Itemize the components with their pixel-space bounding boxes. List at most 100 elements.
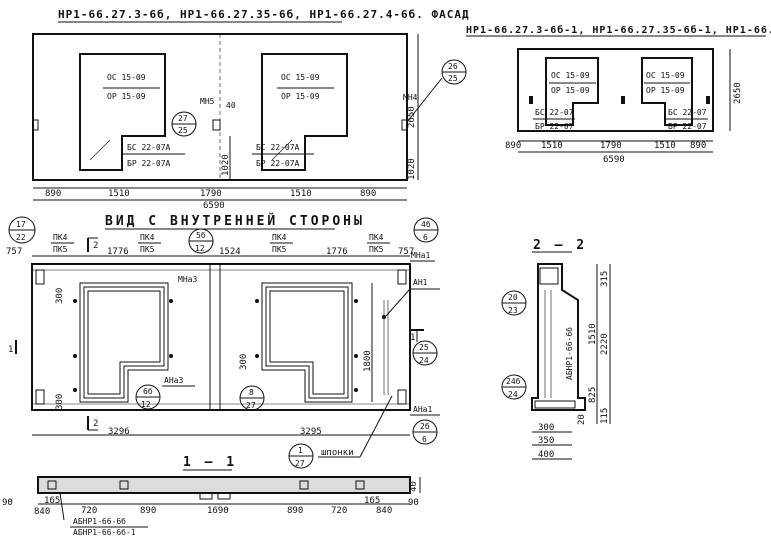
section-11-dim-90b: 90: [408, 498, 419, 508]
label-mna3: МНа3: [178, 275, 197, 284]
section-22-dim-350: 350: [538, 436, 554, 446]
facade-small-dim-1790: 1790: [600, 141, 622, 151]
section-22-dim-825: 825: [588, 387, 598, 403]
facade-small-window-2-os: ОС 15-09: [646, 71, 685, 80]
callout-1-27: 1 27: [288, 443, 314, 469]
sec-mark-1-left: 1: [8, 345, 13, 355]
section-11-dim-165b: 165: [364, 496, 380, 506]
callout-2b-6: 2б 6: [412, 419, 438, 445]
callout-20-23: 20 23: [501, 290, 527, 316]
section-22-dim-20: 20: [577, 414, 587, 425]
facade-small-dim-890b: 890: [690, 141, 706, 151]
facade-small-dim-2650: 2650: [733, 82, 743, 104]
facade-small-door-2-br: БР 22-07: [668, 122, 707, 131]
facade-main-dim-2650: 2650: [407, 106, 417, 128]
svg-text:22: 22: [16, 233, 26, 242]
facade-main-mn4: МН4: [403, 93, 418, 102]
section-11-dim-720a: 720: [81, 506, 97, 516]
inner-dim-1800: 1800: [363, 350, 373, 372]
callout-5b-12: 5б 12: [188, 228, 214, 254]
inner-dim-300-mid: 300: [239, 354, 249, 370]
facade-main-window-2-os: ОС 15-09: [281, 73, 320, 82]
svg-text:27: 27: [246, 401, 256, 410]
facade-main-dim-890b: 890: [360, 189, 376, 199]
facade-small-door-1-bs: БС 22-07: [535, 108, 574, 117]
section-11-profile: [37, 476, 411, 500]
label-ah1: АН1: [413, 278, 428, 287]
facade-main-window-1-or: ОР 15-09: [107, 92, 146, 101]
facade-main-dim-1020: 1020: [407, 158, 417, 180]
callout-26-25: 26 25: [406, 59, 467, 123]
inner-bottom-dim-3296: 3296: [108, 427, 130, 437]
svg-text:5б: 5б: [196, 230, 206, 240]
facade-main-dim-1020-inner: 1020: [221, 154, 231, 176]
section-11-dim-1690: 1690: [207, 506, 229, 516]
facade-main-dim-1790: 1790: [200, 189, 222, 199]
facade-small-door-1-br: БР 22-07: [535, 122, 574, 131]
title-facade-small: НР1-66.27.3-6б-1, НР1-66.27.35-6б-1, НР1…: [466, 24, 771, 36]
facade-main-window-2-or: ОР 15-09: [281, 92, 320, 101]
facade-main-door-2-br: БР 22-07А: [256, 159, 300, 168]
pk-label-4: ПК5: [140, 245, 155, 254]
inner-bottom-dim-3295: 3295: [300, 427, 322, 437]
facade-small-window-2-or: ОР 15-09: [646, 86, 685, 95]
facade-small-dim-890a: 890: [505, 141, 521, 151]
svg-text:6: 6: [422, 435, 427, 444]
sec-mark-2-bottom: 2: [93, 419, 98, 429]
section-22-dim-400: 400: [538, 450, 554, 460]
inner-dim-300-top: 300: [55, 288, 65, 304]
facade-main-panel: [32, 33, 408, 181]
pk-label-8: ПК5: [369, 245, 384, 254]
section-22-dim-2220: 2220: [600, 333, 610, 355]
section-11-dim-890a: 890: [140, 506, 156, 516]
section-22-dim-315: 315: [600, 271, 610, 287]
pk-label-1: ПК4: [53, 233, 68, 242]
sec-mark-1-right: 1: [410, 333, 415, 343]
facade-small-dim-1510b: 1510: [654, 141, 676, 151]
label-mna1: МНа1: [411, 251, 430, 260]
facade-small-panel: [517, 48, 714, 132]
section-22-dim-300: 300: [538, 423, 554, 433]
facade-main-overall: 6590: [203, 201, 225, 211]
svg-text:27: 27: [178, 114, 188, 123]
facade-small-dim-1510a: 1510: [541, 141, 563, 151]
facade-main-dim-890a: 890: [45, 189, 61, 199]
facade-main-window-1-os: ОС 15-09: [107, 73, 146, 82]
section-22-vertical-label: АБНР1-66-6б: [564, 327, 574, 380]
title-section-22: 2 — 2: [533, 238, 587, 253]
svg-text:25: 25: [419, 343, 429, 352]
pk-label-5: ПК4: [272, 233, 287, 242]
section-11-dim-40: 40: [409, 481, 419, 492]
facade-small-window-1-or: ОР 15-09: [551, 86, 590, 95]
inner-view-panel: [31, 263, 411, 411]
pk-label-2: ПК5: [53, 245, 68, 254]
pk-label-7: ПК4: [369, 233, 384, 242]
label-aha3: АНа3: [164, 376, 183, 385]
section-11-dim-840b: 840: [376, 506, 392, 516]
callout-25-24: 25 24: [412, 340, 438, 366]
section-11-dim-90a: 90: [2, 498, 13, 508]
svg-text:12: 12: [195, 244, 205, 253]
title-facade-main: НР1-66.27.3-6б, НР1-66.27.35-6б, НР1-66.…: [58, 8, 470, 21]
svg-text:6б: 6б: [143, 386, 153, 396]
callout-24b-24: 24б 24: [501, 374, 527, 400]
svg-text:23: 23: [508, 306, 518, 315]
svg-text:25: 25: [178, 126, 188, 135]
facade-small-overall: 6590: [603, 155, 625, 165]
svg-text:1: 1: [298, 446, 303, 455]
callout-4b-6: 4б 6: [413, 217, 439, 243]
svg-text:27: 27: [295, 459, 305, 468]
inner-top-dim-1776b: 1776: [326, 247, 348, 257]
facade-small-window-1-os: ОС 15-09: [551, 71, 590, 80]
facade-main-mn5: МН5: [200, 97, 215, 106]
svg-text:24б: 24б: [506, 376, 521, 386]
svg-text:20: 20: [508, 293, 518, 302]
facade-main-door-1-br: БР 22-07А: [127, 159, 171, 168]
facade-main-dim-1510b: 1510: [290, 189, 312, 199]
facade-main-dim-40: 40: [226, 101, 236, 110]
svg-text:12: 12: [141, 400, 151, 409]
svg-text:8: 8: [249, 388, 254, 397]
facade-small-door-2-bs: БС 22-07: [668, 108, 707, 117]
facade-main-door-2-bs: БС 22-07А: [256, 143, 300, 152]
